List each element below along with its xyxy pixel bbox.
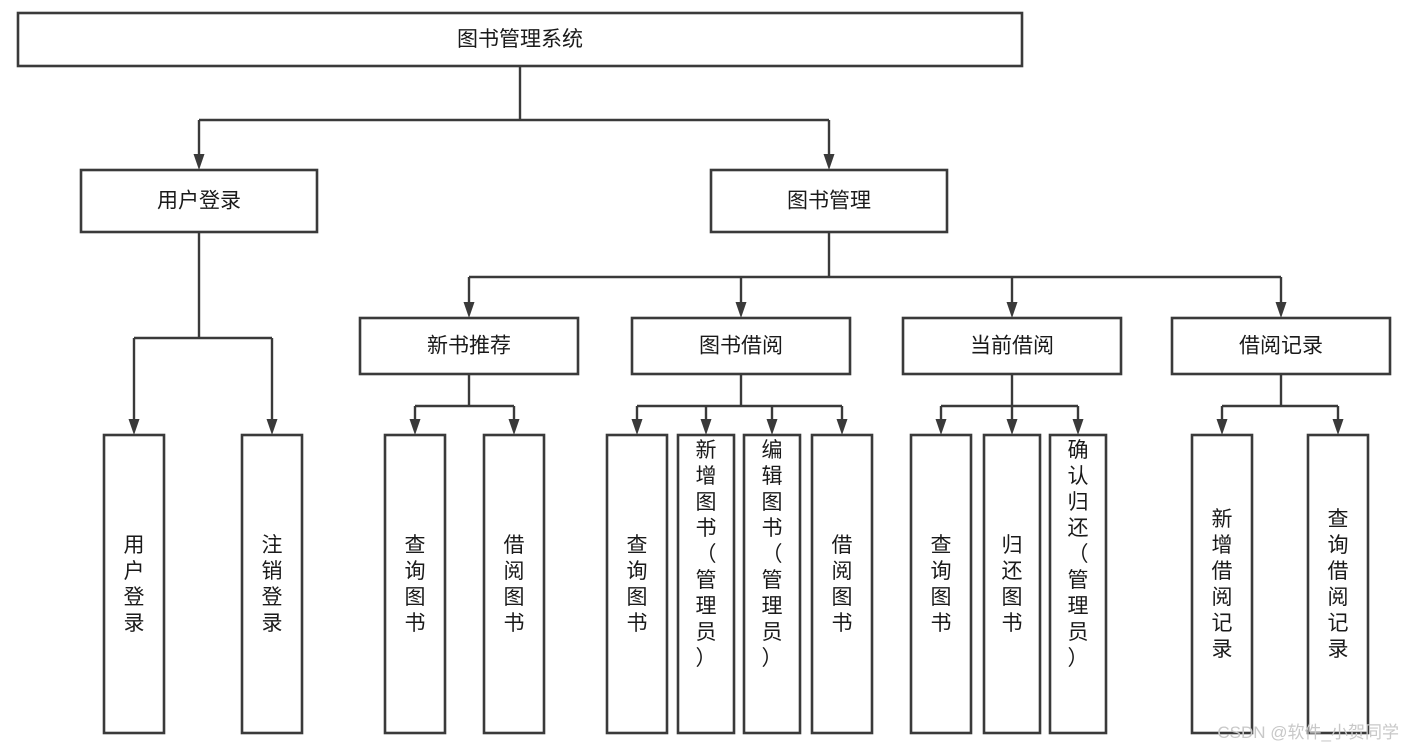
arrow-head-current	[1006, 302, 1018, 318]
arrow-head-l-return	[1006, 419, 1018, 435]
arrow-head-l-borrow1	[508, 419, 520, 435]
node-box-current	[901, 316, 1123, 376]
arrow-head-l-borrow2	[836, 419, 848, 435]
node-l-borrow1[interactable]: 借阅图书	[482, 433, 546, 735]
node-label-l-query3: 查询图书	[931, 534, 952, 635]
node-l-query3[interactable]: 查询图书	[909, 433, 973, 735]
node-box-newbook	[358, 316, 580, 376]
node-box-l-confirm	[1048, 433, 1108, 735]
node-box-records	[1170, 316, 1392, 376]
connector-group-bookmgmt	[463, 232, 1287, 318]
node-box-bookmgmt	[709, 168, 949, 234]
node-label-l-add: 新增图书（管理员）	[696, 439, 717, 670]
node-box-l-query2	[605, 433, 669, 735]
node-label-l-addrec: 新增借阅记录	[1212, 508, 1233, 661]
arrow-head-l-addrec	[1216, 419, 1228, 435]
arrow-head-newbook	[463, 302, 475, 318]
arrow-head-l-add	[700, 419, 712, 435]
node-current[interactable]: 当前借阅	[901, 316, 1123, 376]
connector-group-current	[935, 374, 1084, 435]
arrow-head-bookmgmt	[823, 154, 835, 170]
node-root[interactable]: 图书管理系统	[16, 11, 1024, 68]
node-l-logout[interactable]: 注销登录	[240, 433, 304, 735]
node-label-current: 当前借阅	[970, 335, 1054, 358]
arrow-head-l-edit	[766, 419, 778, 435]
arrow-head-l-query3	[935, 419, 947, 435]
connector-group-login	[128, 232, 278, 435]
node-label-bookmgmt: 图书管理	[787, 190, 871, 213]
node-box-borrow	[630, 316, 852, 376]
connector-group-records	[1216, 374, 1344, 435]
node-label-l-borrow2: 借阅图书	[832, 534, 853, 635]
node-l-login[interactable]: 用户登录	[102, 433, 166, 735]
node-box-l-add	[676, 433, 736, 735]
node-label-l-logout: 注销登录	[262, 534, 283, 635]
node-borrow[interactable]: 图书借阅	[630, 316, 852, 376]
node-box-l-edit	[742, 433, 802, 735]
node-records[interactable]: 借阅记录	[1170, 316, 1392, 376]
node-box-login	[79, 168, 319, 234]
node-l-borrow2[interactable]: 借阅图书	[810, 433, 874, 735]
connector-group-root	[193, 66, 835, 170]
node-l-query2[interactable]: 查询图书	[605, 433, 669, 735]
node-box-l-queryrec	[1306, 433, 1370, 735]
node-bookmgmt[interactable]: 图书管理	[709, 168, 949, 234]
node-l-add[interactable]: 新增图书（管理员）	[676, 433, 736, 735]
node-label-borrow: 图书借阅	[699, 335, 783, 358]
node-newbook[interactable]: 新书推荐	[358, 316, 580, 376]
node-box-l-login	[102, 433, 166, 735]
node-label-l-edit: 编辑图书（管理员）	[762, 439, 783, 670]
arrow-head-l-confirm	[1072, 419, 1084, 435]
node-login[interactable]: 用户登录	[79, 168, 319, 234]
arrow-head-records	[1275, 302, 1287, 318]
node-label-l-return: 归还图书	[1002, 534, 1023, 635]
node-box-l-borrow1	[482, 433, 546, 735]
node-label-l-query1: 查询图书	[405, 534, 426, 635]
node-box-l-borrow2	[810, 433, 874, 735]
connector-layer	[128, 66, 1344, 435]
node-box-l-logout	[240, 433, 304, 735]
connector-group-newbook	[409, 374, 520, 435]
node-label-l-borrow1: 借阅图书	[504, 534, 525, 635]
node-box-l-query1	[383, 433, 447, 735]
node-l-confirm[interactable]: 确认归还（管理员）	[1048, 433, 1108, 735]
arrow-head-l-query2	[631, 419, 643, 435]
node-box-l-query3	[909, 433, 973, 735]
node-box-l-addrec	[1190, 433, 1254, 735]
node-label-l-confirm: 确认归还（管理员）	[1068, 439, 1089, 670]
node-label-newbook: 新书推荐	[427, 335, 511, 358]
connector-group-borrow	[631, 374, 848, 435]
node-layer: 图书管理系统用户登录图书管理新书推荐图书借阅当前借阅借阅记录用户登录注销登录查询…	[16, 11, 1392, 735]
node-label-l-queryrec: 查询借阅记录	[1328, 508, 1349, 661]
node-l-return[interactable]: 归还图书	[982, 433, 1042, 735]
node-box-root	[16, 11, 1024, 68]
node-label-login: 用户登录	[157, 190, 241, 213]
arrow-head-l-login	[128, 419, 140, 435]
node-box-l-return	[982, 433, 1042, 735]
arrow-head-l-queryrec	[1332, 419, 1344, 435]
node-label-l-query2: 查询图书	[627, 534, 648, 635]
node-l-query1[interactable]: 查询图书	[383, 433, 447, 735]
csdn-watermark: CSDN @软件_小贺同学	[1217, 723, 1399, 742]
node-l-edit[interactable]: 编辑图书（管理员）	[742, 433, 802, 735]
node-label-l-login: 用户登录	[124, 534, 145, 635]
arrow-head-login	[193, 154, 205, 170]
node-label-root: 图书管理系统	[457, 28, 583, 51]
node-l-queryrec[interactable]: 查询借阅记录	[1306, 433, 1370, 735]
node-l-addrec[interactable]: 新增借阅记录	[1190, 433, 1254, 735]
arrow-head-l-logout	[266, 419, 278, 435]
node-label-records: 借阅记录	[1239, 335, 1323, 358]
arrow-head-l-query1	[409, 419, 421, 435]
arrow-head-borrow	[735, 302, 747, 318]
